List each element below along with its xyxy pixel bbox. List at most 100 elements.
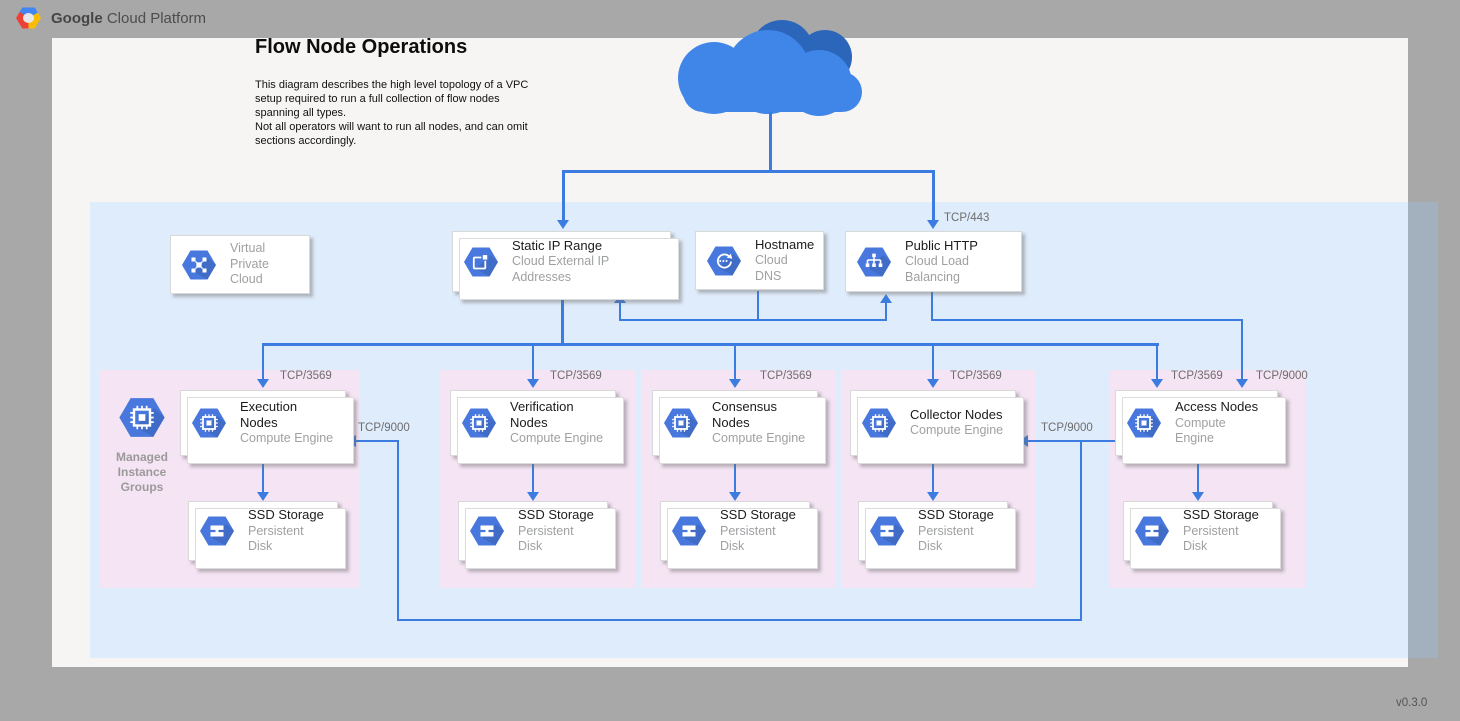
- edge-access-ssd: [1197, 456, 1199, 492]
- vpc-icon: [181, 249, 217, 281]
- port-label-collector-9000: TCP/9000: [1041, 422, 1093, 434]
- collector-title: Collector Nodes: [910, 407, 1003, 423]
- public-http-subtitle: Cloud Load Balancing: [905, 254, 969, 284]
- arrowhead: [729, 379, 741, 388]
- brand-text: Google Cloud Platform: [51, 10, 206, 27]
- consensus-subtitle: Compute Engine: [712, 431, 806, 446]
- page-title: Flow Node Operations: [255, 36, 468, 58]
- compute-engine-icon: [1126, 407, 1162, 439]
- google-cloud-logo-icon: [16, 7, 41, 29]
- vpc-zone-overhang: [1408, 202, 1438, 658]
- edge-staticip-down: [561, 291, 564, 343]
- card-access-nodes: Access Nodes Compute Engine: [1115, 390, 1286, 464]
- edge-9000-bottom: [397, 619, 1082, 621]
- ssd-subtitle: Persistent Disk: [248, 523, 304, 554]
- managed-instance-groups-icon: [118, 396, 166, 439]
- vpc-subtitle: Private Cloud: [230, 256, 269, 287]
- access-title: Access Nodes: [1175, 399, 1259, 415]
- card-ssd-consensus: SSD Storage Persistent Disk: [660, 501, 818, 569]
- card-public-http: Public HTTP Cloud Load Balancing: [845, 231, 1022, 292]
- edge-9000-down-right: [1080, 440, 1082, 621]
- edge-9000-up-left: [397, 440, 399, 621]
- compute-engine-icon: [191, 407, 227, 439]
- hostname-title: Hostname: [755, 236, 815, 252]
- ssd-title: SSD Storage: [1183, 507, 1259, 523]
- edge-coll-ssd: [932, 456, 934, 492]
- edge-exec-ssd: [262, 456, 264, 492]
- edge-lb-to-access: [1241, 319, 1243, 380]
- arrowhead: [527, 492, 539, 501]
- edge-distribution-bus: [262, 343, 1159, 346]
- edge-to-static-ip: [562, 170, 565, 220]
- static-ip-subtitle: Cloud External IP Addresses: [512, 254, 610, 284]
- edge-drop-collector: [932, 346, 934, 380]
- compute-engine-icon: [461, 407, 497, 439]
- arrowhead: [257, 492, 269, 501]
- compute-engine-icon: [861, 407, 897, 439]
- execution-title: Execution Nodes: [240, 398, 298, 431]
- ssd-title: SSD Storage: [248, 507, 324, 523]
- arrowhead: [729, 492, 741, 501]
- persistent-disk-icon: [199, 515, 235, 547]
- brand-google: Google: [51, 9, 103, 27]
- card-ssd-execution: SSD Storage Persistent Disk: [188, 501, 346, 569]
- ssd-title: SSD Storage: [918, 507, 994, 523]
- edge-9000-to-execution: [355, 440, 398, 442]
- port-label-access: TCP/3569: [1171, 370, 1223, 382]
- hostname-subtitle: Cloud DNS: [755, 253, 788, 283]
- card-execution-nodes: Execution Nodes Compute Engine: [180, 390, 354, 464]
- verification-title: Verification Nodes: [510, 398, 574, 431]
- edge-verif-ssd: [532, 456, 534, 492]
- arrowhead: [1192, 492, 1204, 501]
- ssd-subtitle: Persistent Disk: [918, 523, 974, 554]
- ssd-subtitle: Persistent Disk: [518, 523, 574, 554]
- arrowhead: [927, 492, 939, 501]
- public-http-title: Public HTTP: [905, 237, 978, 253]
- card-verification-nodes: Verification Nodes Compute Engine: [450, 390, 624, 464]
- edge-lb-right: [931, 319, 1243, 321]
- edge-lb-down: [931, 292, 933, 319]
- arrowhead: [1236, 379, 1248, 388]
- edge-cons-ssd: [734, 456, 736, 492]
- edge-to-public-http: [932, 170, 935, 220]
- edge-up-staticip: [619, 302, 621, 319]
- card-hostname: Hostname Cloud DNS: [695, 231, 824, 290]
- consensus-title: Consensus Nodes: [712, 398, 778, 431]
- access-subtitle: Compute Engine: [1175, 415, 1226, 446]
- load-balancing-icon: [856, 246, 892, 278]
- edge-cloud-split: [562, 170, 935, 173]
- compute-engine-icon: [663, 407, 699, 439]
- edge-up-publichttp: [885, 302, 887, 319]
- card-static-ip-range: Static IP Range Cloud External IP Addres…: [452, 231, 679, 300]
- edge-drop-execution: [262, 346, 264, 380]
- edge-service-bus: [619, 319, 887, 321]
- version-label: v0.3.0: [1396, 697, 1428, 709]
- edge-drop-consensus: [734, 346, 736, 380]
- card-consensus-nodes: Consensus Nodes Compute Engine: [652, 390, 826, 464]
- managed-instance-groups-label: Managed Instance Groups: [115, 450, 168, 494]
- port-label-execution: TCP/3569: [280, 370, 332, 382]
- card-ssd-collector: SSD Storage Persistent Disk: [858, 501, 1016, 569]
- edge-hostname-down: [757, 291, 759, 320]
- brand-cloud-platform: Cloud Platform: [106, 9, 207, 27]
- edge-drop-verification: [532, 346, 534, 380]
- arrowhead: [1151, 379, 1163, 388]
- port-label-consensus: TCP/3569: [760, 370, 812, 382]
- ssd-title: SSD Storage: [518, 507, 594, 523]
- static-ip-title: Static IP Range: [512, 237, 603, 253]
- edge-label-tcp443: TCP/443: [944, 212, 990, 224]
- collector-subtitle: Compute Engine: [910, 423, 1004, 438]
- verification-subtitle: Compute Engine: [510, 431, 604, 446]
- arrowhead: [880, 294, 892, 303]
- arrowhead: [527, 379, 539, 388]
- port-label-collector: TCP/3569: [950, 370, 1002, 382]
- port-label-access-9000: TCP/9000: [1256, 370, 1308, 382]
- arrowhead: [257, 379, 269, 388]
- vpc-title: Virtual: [230, 241, 266, 256]
- cloud-dns-icon: [706, 245, 742, 277]
- arrowhead: [557, 220, 569, 229]
- persistent-disk-icon: [469, 515, 505, 547]
- execution-subtitle: Compute Engine: [240, 431, 334, 446]
- arrowhead: [927, 379, 939, 388]
- persistent-disk-icon: [869, 515, 905, 547]
